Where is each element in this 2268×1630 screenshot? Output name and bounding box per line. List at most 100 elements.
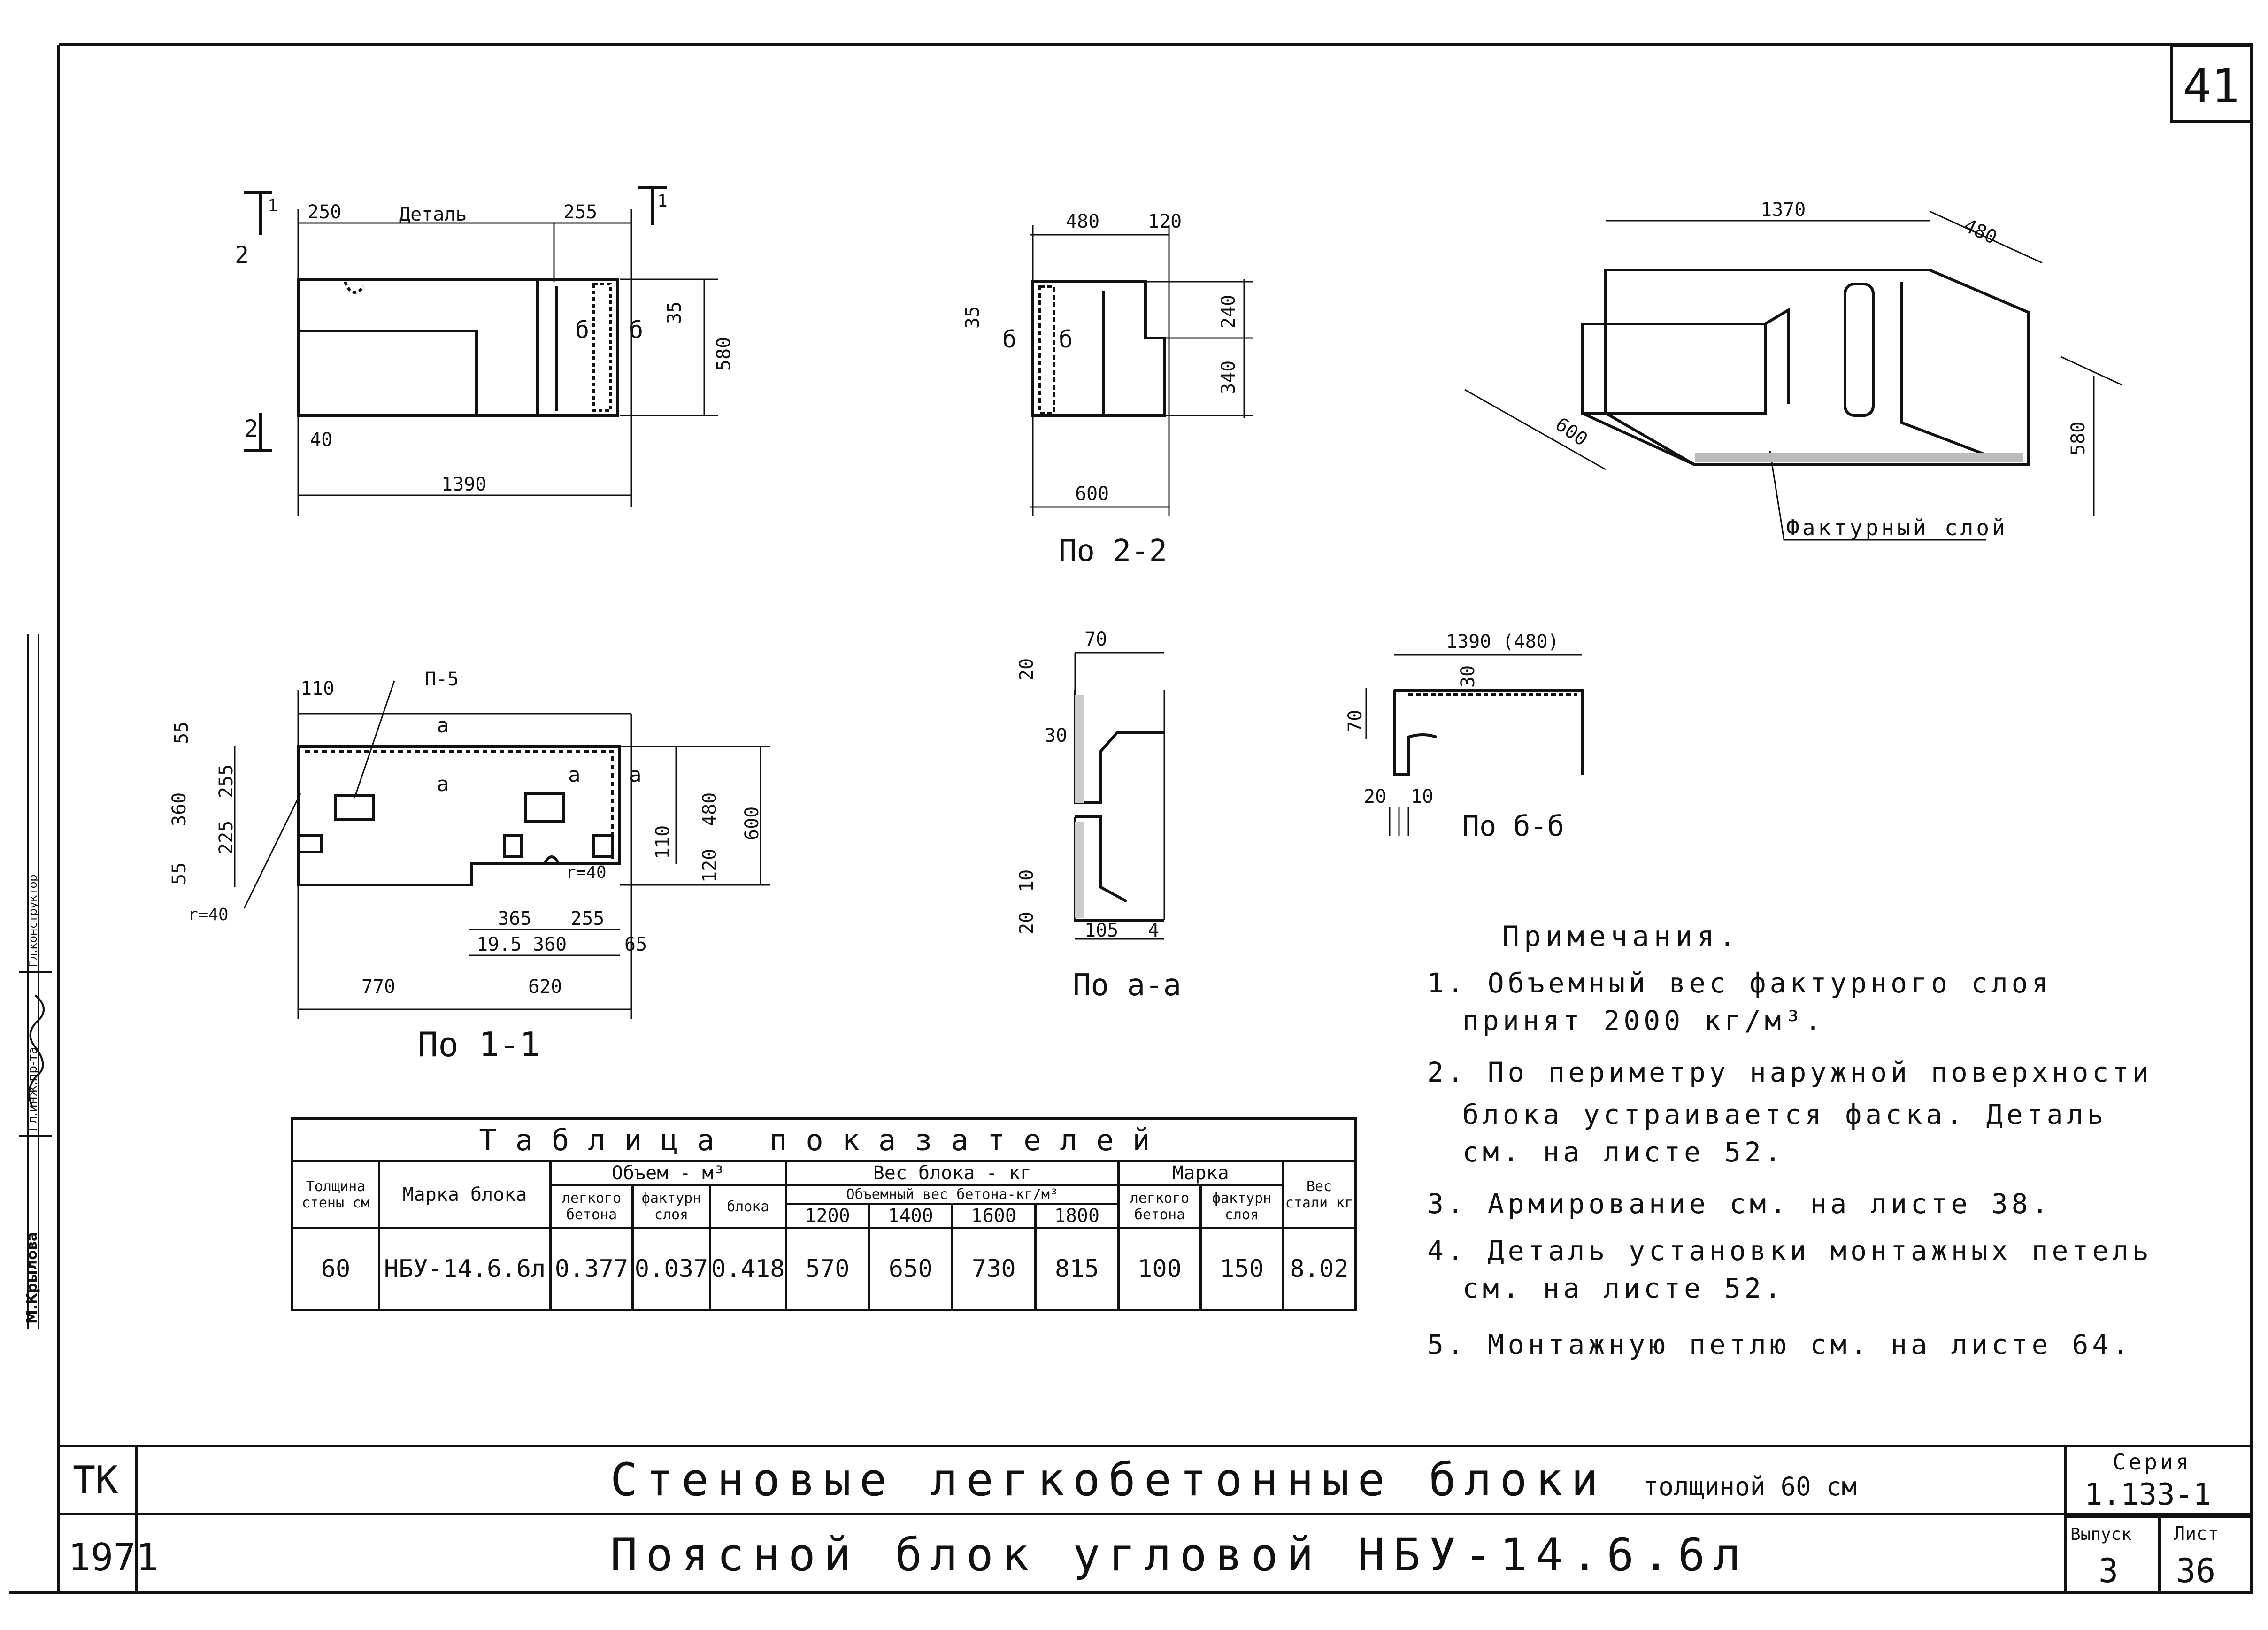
note-line-9: 5. Монтажную петлю см. на листе 64. (1427, 1329, 2133, 1361)
cell-block-mark: НБУ-14.6.6л (378, 1227, 552, 1311)
sheet-frame (9, 43, 2253, 1594)
header-weight-1800: 1800 (1034, 1203, 1120, 1229)
elev-cut-1-left: 1 (268, 196, 278, 215)
cell-wall-thickness: 60 (291, 1227, 380, 1311)
sec11-dim-110-side: 110 (652, 825, 674, 859)
header-block-mark: Марка блока (378, 1160, 552, 1229)
cell-weight-1200: 570 (784, 1227, 870, 1311)
sec11-dim-65: 65 (624, 934, 647, 955)
title-block-series-value: 1.133-1 (2084, 1477, 2211, 1512)
elev-cut-2-bottom: 2 (244, 415, 258, 442)
note-line-8: см. на листе 52. (1462, 1272, 1785, 1304)
header-grade-facing: фактурн слоя (1199, 1184, 1284, 1229)
elev-cut-b-2: б (629, 316, 643, 344)
note-line-6: 3. Армирование см. на листе 38. (1427, 1188, 2052, 1220)
secbb-dim-70: 70 (1345, 710, 1366, 732)
header-weight-1200: 1200 (784, 1203, 870, 1229)
sec11-dim-365: 365 (498, 908, 531, 930)
secbb-title: По б-б (1462, 810, 1564, 843)
notes-title: Примечания. (1502, 920, 1741, 953)
note-line-1: 1. Объемный вес фактурного слоя (1427, 967, 2052, 999)
secaa-dim-4: 4 (1148, 920, 1159, 941)
elev-dim-1390: 1390 (441, 474, 486, 495)
secbb-dim-10: 10 (1411, 786, 1433, 807)
sec11-dim-480: 480 (699, 792, 721, 826)
header-volume: Объем - м³ (549, 1160, 787, 1186)
sec11-dim-120: 120 (699, 849, 721, 883)
sec11-dim-360: 360 (169, 792, 190, 826)
sec11-cut-a-4: а (629, 763, 642, 787)
sec11-dim-110: 110 (300, 678, 334, 700)
margin-stamp-name: М.Крылова (24, 1232, 40, 1324)
sec11-dim-55-bottom: 55 (169, 862, 190, 885)
isometric-view (1464, 210, 2122, 541)
section-1-1-view (234, 680, 770, 1019)
note-line-7: 4. Деталь установки монтажных петель (1427, 1235, 2153, 1267)
sec11-dim-19-5: 19.5 (477, 934, 522, 955)
iso-facing-layer (1695, 453, 2023, 462)
elev-dim-40: 40 (310, 429, 332, 451)
margin-stamp (19, 634, 52, 1329)
elevation-view (244, 186, 718, 516)
header-volume-light: легкого бетона (549, 1184, 634, 1229)
header-wall-thickness: Толщина стены см (291, 1160, 380, 1229)
cell-weight-1400: 650 (868, 1227, 953, 1311)
sec22-cut-b-2: б (1059, 326, 1073, 353)
sec11-radius-left: r=40 (188, 905, 229, 924)
elev-cut-1-right: 1 (657, 192, 668, 211)
sec11-dim-770: 770 (361, 976, 395, 998)
secaa-dim-70: 70 (1084, 629, 1107, 650)
elev-cut-2-top: 2 (235, 241, 249, 269)
secaa-title: По а-а (1073, 968, 1181, 1003)
title-block-issue-value: 3 (2099, 1552, 2118, 1590)
sec22-dim-240: 240 (1218, 295, 1239, 329)
secaa-dim-20-b: 20 (1016, 912, 1038, 934)
sec11-title: По 1-1 (418, 1025, 540, 1064)
header-weight-1400: 1400 (868, 1203, 953, 1229)
sec11-cut-a-1: а (437, 714, 449, 738)
header-weight-1600: 1600 (951, 1203, 1037, 1229)
note-line-4: блока устраивается фаска. Деталь (1462, 1099, 2107, 1130)
title-block-sheet-label: Лист (2174, 1523, 2219, 1545)
header-grade: Марка (1117, 1160, 1284, 1186)
sheet-number: 41 (2183, 59, 2239, 114)
sec22-dim-35: 35 (962, 306, 984, 329)
section-2-2-view (1030, 225, 1253, 516)
sec11-dim-225: 225 (215, 821, 237, 854)
note-line-3: 2. По периметру наружной поверхности (1427, 1056, 2153, 1088)
sec11-dim-360-b: 360 (533, 934, 567, 955)
sec22-dim-600: 600 (1075, 483, 1109, 505)
title-block-title-suffix: толщиной 60 см (1643, 1472, 1857, 1501)
cell-weight-1600: 730 (951, 1227, 1037, 1311)
title-block-org: ТК (73, 1458, 118, 1502)
sec11-label-p5: П-5 (425, 669, 459, 690)
secaa-dim-30: 30 (1045, 725, 1067, 746)
section-a-a-view (1074, 652, 1165, 940)
cell-steel-weight: 8.02 (1282, 1227, 1357, 1311)
iso-dim-600: 600 (1551, 414, 1591, 451)
cell-grade-light: 100 (1117, 1227, 1202, 1311)
cell-volume-light: 0.377 (549, 1227, 634, 1311)
margin-stamp-role-2: Гл.конструктор (26, 875, 39, 967)
elev-detail-label: Деталь (399, 204, 467, 225)
secaa-dim-10: 10 (1016, 869, 1038, 892)
elev-cut-b-1: б (575, 316, 589, 344)
sec22-dim-120: 120 (1148, 211, 1182, 232)
iso-dim-480: 480 (1960, 215, 2000, 248)
cell-weight-1800: 815 (1034, 1227, 1120, 1311)
cell-volume-facing: 0.037 (631, 1227, 711, 1311)
sec11-radius-right: r=40 (566, 863, 607, 882)
secaa-dim-20: 20 (1016, 658, 1038, 681)
cell-volume-block: 0.418 (709, 1227, 787, 1311)
secbb-dim-1390-480: 1390 (480) (1446, 631, 1559, 653)
title-block-sheet-value: 36 (2176, 1552, 2215, 1590)
sec11-cut-a-2: а (437, 772, 449, 796)
elev-dim-250: 250 (308, 201, 341, 223)
section-b-b-view (1365, 654, 1584, 836)
header-grade-light: легкого бетона (1117, 1184, 1202, 1229)
note-line-2: принят 2000 кг/м³. (1462, 1005, 1825, 1037)
indicator-table-caption: Таблица показателей (291, 1117, 1357, 1162)
cell-grade-facing: 150 (1199, 1227, 1284, 1311)
iso-dim-1370: 1370 (1761, 199, 1806, 221)
